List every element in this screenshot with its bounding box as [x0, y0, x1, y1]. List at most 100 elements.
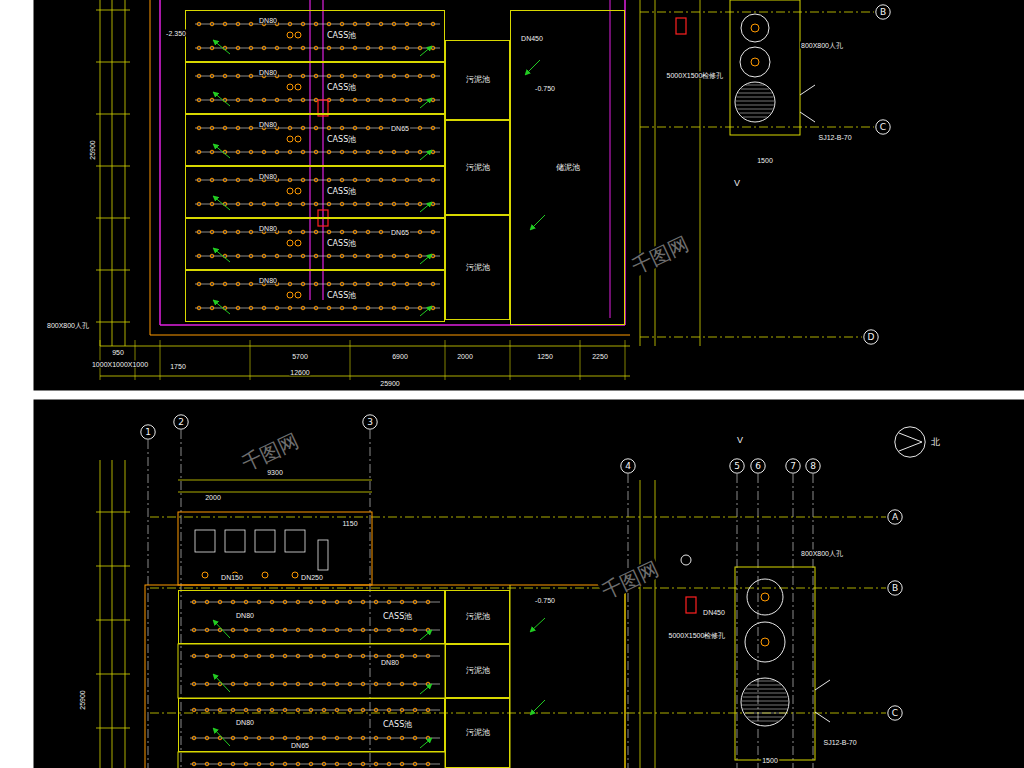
diffuser-symbol: [309, 682, 313, 686]
valve-symbol: [287, 32, 293, 38]
sludge-room: 污泥池: [445, 120, 510, 215]
diffuser-symbol: [288, 282, 292, 286]
flow-arrow: [530, 700, 545, 715]
pump-symbol: [761, 593, 769, 601]
diffuser-symbol: [301, 230, 305, 234]
section-mark: V: [736, 436, 744, 445]
aeration-pipe: [190, 630, 440, 631]
diffuser-symbol: [197, 98, 201, 102]
diffuser-symbol: [231, 762, 235, 766]
diffuser-symbol: [192, 682, 196, 686]
watermark: 千图网: [238, 430, 303, 474]
dimension: 25900: [379, 380, 400, 387]
dimension-tick: [96, 674, 130, 675]
note: 800X800人孔: [46, 322, 90, 329]
dimension-line: [112, 0, 113, 346]
hatch-line: [749, 685, 781, 686]
diffuser-symbol: [366, 46, 370, 50]
diffuser-symbol: [231, 708, 235, 712]
flow-arrow: [213, 196, 230, 210]
dimension: 1500: [756, 157, 774, 164]
diffuser-symbol: [431, 126, 435, 130]
diffuser-symbol: [400, 762, 404, 766]
diffuser-symbol: [210, 46, 214, 50]
diffuser-symbol: [314, 126, 318, 130]
diffuser-symbol: [314, 306, 318, 310]
diffuser-symbol: [348, 762, 352, 766]
diffuser-symbol: [236, 150, 240, 154]
diffuser-symbol: [374, 708, 378, 712]
tank-symbol: [741, 14, 769, 42]
dimension: 25900: [79, 689, 86, 710]
diffuser-symbol: [301, 46, 305, 50]
diffuser-symbol: [392, 46, 396, 50]
diffuser-symbol: [314, 178, 318, 182]
tank-wall: [145, 585, 625, 768]
diffuser-symbol: [210, 150, 214, 154]
diffuser-symbol: [218, 762, 222, 766]
diffuser-symbol: [431, 178, 435, 182]
pipe-size: DN80: [380, 659, 400, 666]
diffuser-symbol: [353, 202, 357, 206]
dimension-tick: [160, 340, 161, 380]
diffuser-symbol: [353, 282, 357, 286]
diffuser-symbol: [426, 736, 430, 740]
sludge-room: 污泥池: [445, 644, 510, 698]
diffuser-symbol: [309, 762, 313, 766]
flow-arrow: [420, 738, 432, 748]
axis-line: [150, 713, 886, 714]
diffuser-symbol: [210, 74, 214, 78]
pump-symbol: [751, 58, 759, 66]
diffuser-symbol: [400, 654, 404, 658]
pipe-size: DN80: [258, 121, 278, 128]
dimension-tick: [625, 340, 626, 380]
diffuser-symbol: [405, 74, 409, 78]
diffuser-symbol: [283, 600, 287, 604]
hatch-line: [737, 109, 772, 110]
valve-symbol: [295, 292, 301, 298]
flow-arrow: [213, 144, 230, 158]
diffuser-symbol: [379, 178, 383, 182]
diffuser-symbol: [392, 178, 396, 182]
section-mark: V: [733, 179, 741, 188]
door-symbol: [815, 712, 830, 722]
diffuser-symbol: [340, 74, 344, 78]
axis-line: [640, 337, 862, 338]
dimension-tick: [96, 62, 130, 63]
diffuser-symbol: [387, 600, 391, 604]
diffuser-symbol: [335, 628, 339, 632]
diffuser-symbol: [236, 178, 240, 182]
wall-line: [150, 335, 630, 336]
hatch-line: [747, 717, 782, 718]
diffuser-symbol: [353, 98, 357, 102]
axis-line: [793, 474, 794, 768]
diffuser-symbol: [405, 150, 409, 154]
diffuser-symbol: [340, 230, 344, 234]
pipe-size: DN80: [258, 69, 278, 76]
pipe-line: [610, 0, 611, 318]
diffuser-symbol: [392, 202, 396, 206]
diffuser-symbol: [392, 306, 396, 310]
dimension: 1500: [761, 757, 779, 764]
diffuser-symbol: [262, 254, 266, 258]
diffuser-symbol: [361, 708, 365, 712]
diffuser-symbol: [379, 22, 383, 26]
diffuser-symbol: [327, 202, 331, 206]
diffuser-symbol: [231, 682, 235, 686]
dimension-tick: [96, 114, 130, 115]
tank-lane: CASS池: [185, 114, 445, 166]
flow-arrow: [213, 300, 230, 314]
wall-line: [150, 0, 151, 335]
diffuser-symbol: [192, 708, 196, 712]
diffuser-symbol: [218, 600, 222, 604]
diffuser-symbol: [314, 230, 318, 234]
pipe-size: DN80: [235, 612, 255, 619]
diffuser-symbol: [366, 178, 370, 182]
diffuser-symbol: [361, 654, 365, 658]
dimension: 2250: [591, 353, 609, 360]
valve-symbol: [202, 572, 208, 578]
axis-label: D: [867, 333, 876, 342]
diffuser-symbol: [327, 282, 331, 286]
aeration-pipe: [190, 602, 440, 603]
axis-label: B: [891, 584, 899, 593]
